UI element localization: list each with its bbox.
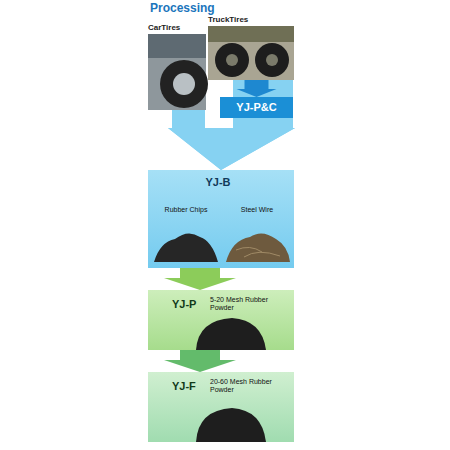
machine-box: YJ-P&C (220, 97, 293, 118)
node-label: CarTires (148, 24, 206, 33)
car-body (148, 34, 206, 58)
truck-body (208, 26, 294, 42)
truck-hub (226, 54, 238, 66)
node-label: Steel Wire (224, 206, 290, 214)
powder-pile (196, 318, 266, 350)
source-photo: TruckTires (208, 14, 294, 80)
wire-strands (236, 247, 280, 257)
flow-arrow (164, 350, 236, 372)
node-label: YJ-B (148, 176, 288, 188)
product-area: Steel Wire (224, 200, 290, 264)
steel-wire-pile (226, 233, 290, 262)
node-label: YJ-P (172, 298, 206, 310)
machine-box: YJ-P 5-20 Mesh Rubber Powder (148, 290, 294, 350)
node-description: 20-60 Mesh Rubber Powder (210, 378, 276, 393)
diagram-title: Processing (150, 1, 215, 15)
powder-pile (196, 408, 266, 442)
flow-arrow (164, 268, 236, 290)
node-description: 5-20 Mesh Rubber Powder (210, 296, 276, 311)
node-label: YJ-F (172, 380, 206, 392)
truck-photo (208, 26, 294, 80)
truck-hub (266, 54, 278, 66)
flow-arrow (168, 118, 295, 170)
truck-tire (255, 43, 289, 77)
node-label: YJ-P&C (220, 101, 293, 113)
source-photo: CarTires (148, 22, 206, 110)
machine-box: YJ-B Rubber Chips Steel Wire (148, 170, 294, 268)
flow-arrow (237, 80, 277, 97)
truck-tire (215, 43, 249, 77)
flow-arrow (168, 110, 295, 170)
product-area: Rubber Chips (152, 200, 220, 264)
node-label: TruckTires (208, 16, 294, 25)
car-rim (173, 73, 195, 95)
node-label: Rubber Chips (152, 206, 220, 214)
rubber-chips-pile (154, 233, 218, 262)
car-photo (148, 34, 206, 110)
car-tire (160, 60, 208, 108)
machine-box: YJ-F 20-60 Mesh Rubber Powder (148, 372, 294, 442)
